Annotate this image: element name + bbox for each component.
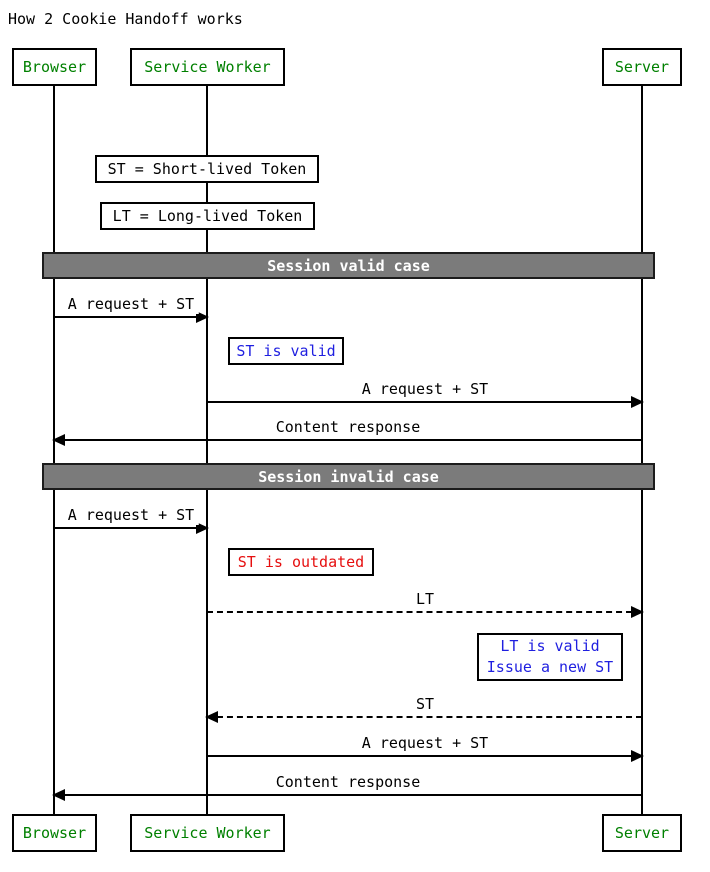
lifeline-service-worker xyxy=(206,85,208,815)
msg-label-valid-request-browser-sw: A request + ST xyxy=(62,295,200,314)
diagram-title: How 2 Cookie Handoff works xyxy=(8,10,243,28)
msg-label-invalid-content-response: Content response xyxy=(270,773,426,792)
actor-server-top: Server xyxy=(602,48,682,86)
note-st-definition: ST = Short-lived Token xyxy=(95,155,319,183)
actor-browser-top: Browser xyxy=(12,48,97,86)
msg-label-st: ST xyxy=(410,695,440,714)
msg-arrow-valid-content-response xyxy=(52,434,642,446)
note-lt-valid: LT is valid Issue a new ST xyxy=(477,633,623,681)
note-lt-definition: LT = Long-lived Token xyxy=(100,202,315,230)
section-valid-case: Session valid case xyxy=(42,252,655,279)
msg-label-valid-request-sw-server: A request + ST xyxy=(356,380,494,399)
actor-server-bottom: Server xyxy=(602,814,682,852)
msg-arrow-invalid-content-response xyxy=(52,789,642,801)
msg-label-invalid-request-sw-server: A request + ST xyxy=(356,734,494,753)
msg-label-lt: LT xyxy=(410,590,440,609)
note-st-valid: ST is valid xyxy=(228,337,344,365)
msg-arrow-lt xyxy=(207,606,644,618)
actor-browser-bottom: Browser xyxy=(12,814,97,852)
note-lt-valid-line2: Issue a new ST xyxy=(486,658,614,676)
msg-arrow-valid-request-browser-sw xyxy=(54,311,209,323)
note-st-outdated: ST is outdated xyxy=(228,548,374,576)
lifeline-server xyxy=(641,85,643,815)
actor-service-worker-top: Service Worker xyxy=(130,48,285,86)
note-lt-valid-line1: LT is valid xyxy=(500,637,600,655)
msg-arrow-invalid-request-sw-server xyxy=(207,750,644,762)
section-invalid-case: Session invalid case xyxy=(42,463,655,490)
lifeline-browser xyxy=(53,85,55,815)
msg-label-invalid-request-browser-sw: A request + ST xyxy=(62,506,200,525)
actor-service-worker-bottom: Service Worker xyxy=(130,814,285,852)
msg-arrow-valid-request-sw-server xyxy=(207,396,644,408)
msg-label-valid-content-response: Content response xyxy=(270,418,426,437)
msg-arrow-st xyxy=(205,711,642,723)
msg-arrow-invalid-request-browser-sw xyxy=(54,522,209,534)
